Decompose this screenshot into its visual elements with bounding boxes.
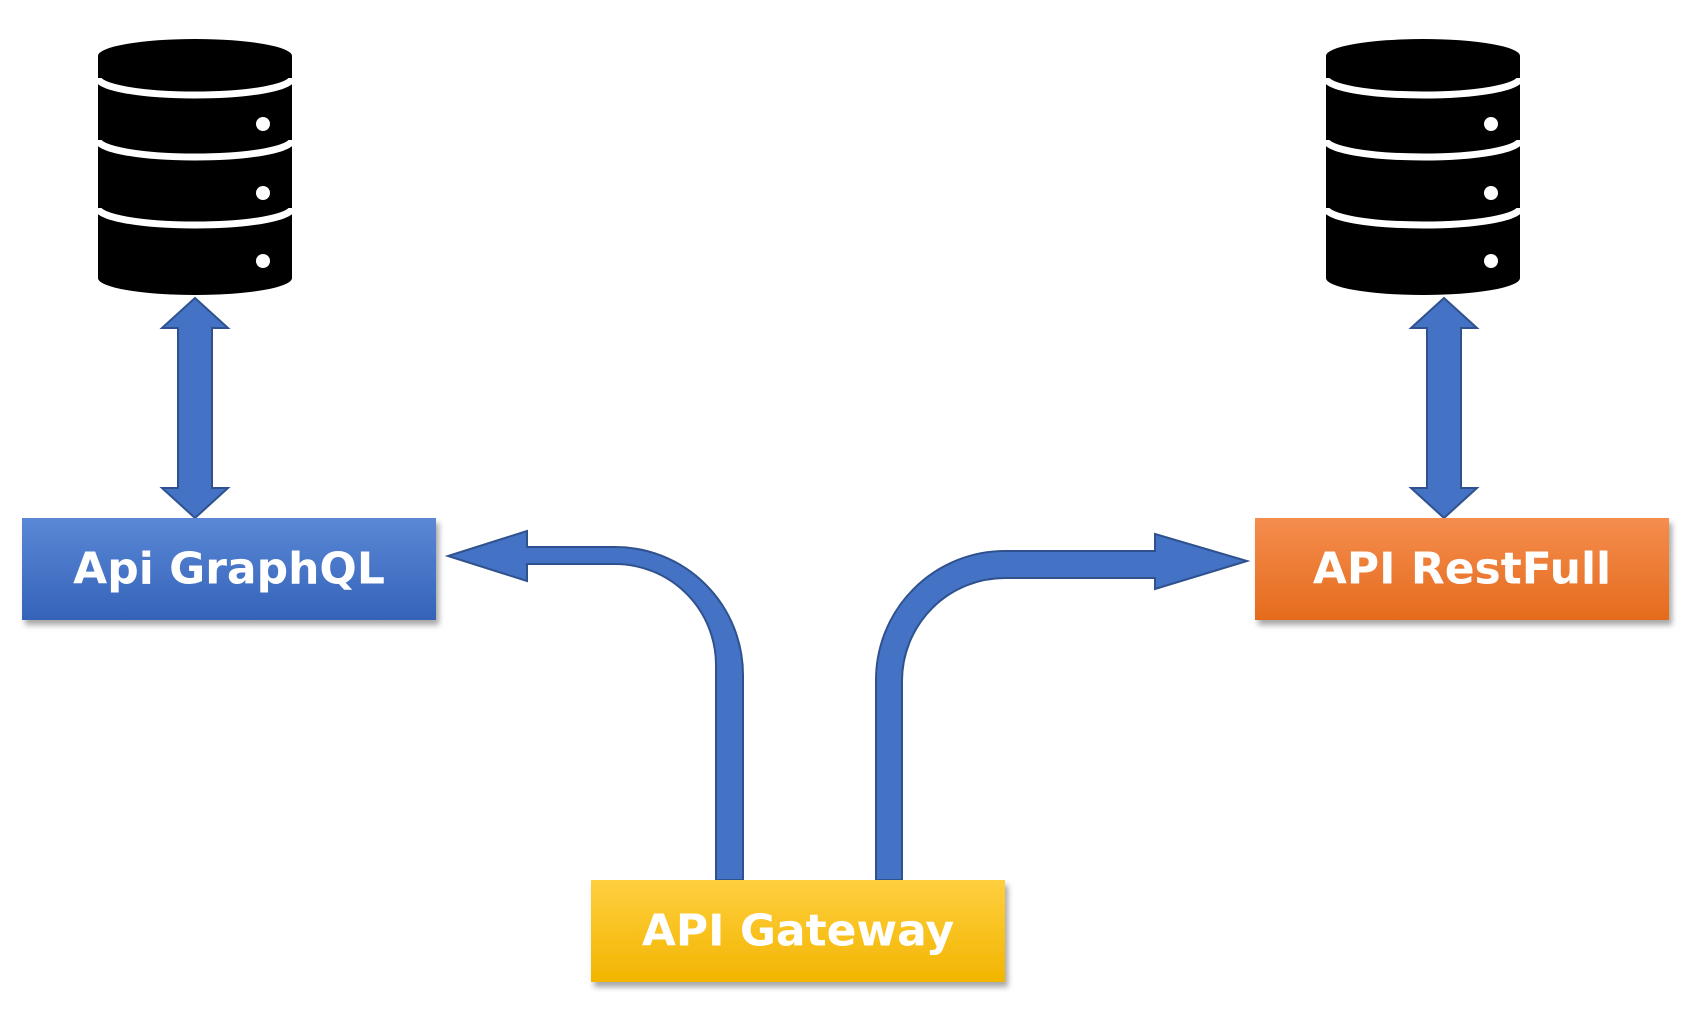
curved-arrow-gateway-to-graphql xyxy=(444,529,744,881)
database-icon-restful xyxy=(1322,39,1524,295)
curved-arrow-gateway-to-restful xyxy=(875,532,1251,881)
node-api-graphql-label: Api GraphQL xyxy=(73,544,385,595)
node-api-restful-label: API RestFull xyxy=(1313,544,1611,595)
node-api-restful[interactable] xyxy=(1255,518,1669,620)
database-icon-graphql xyxy=(94,39,296,295)
double-arrow-restful-db xyxy=(1408,296,1480,520)
node-api-gateway[interactable] xyxy=(591,880,1005,982)
double-arrow-graphql-db xyxy=(159,296,231,520)
node-api-gateway-label: API Gateway xyxy=(642,906,954,957)
node-api-graphql[interactable] xyxy=(22,518,436,620)
